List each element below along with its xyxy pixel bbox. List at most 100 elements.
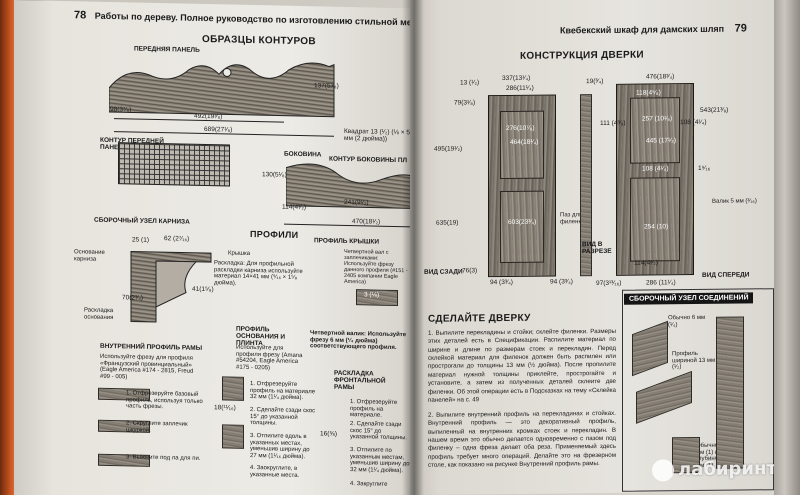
quarter-round-note: Четвертной валик: Используйте фрезу 6 мм… [310, 330, 407, 352]
section-view-label: ВИД В РАЗРЕЗЕ [582, 240, 612, 256]
dim-line [284, 223, 412, 228]
back-view-label: ВИД СЗАДИ [424, 268, 463, 276]
door-dim-r0: 19(³⁄₄) [586, 77, 604, 86]
rail-profile-title: ВНУТРЕННИЙ ПРОФИЛЬ РАМЫ [100, 342, 203, 352]
left-running-head: 78 Работы по дереву. Полное руководство … [74, 9, 412, 28]
make-door-step-2: 2. Выпилите внутренний профиль на перекл… [428, 409, 616, 469]
labirint-logo-icon [652, 459, 674, 482]
door-dim-r3: 543(21³⁄₈) [700, 106, 729, 114]
face-molding-step-2: 2. Сделайте сзади скос 15° до указанной … [350, 421, 408, 442]
base-profile-step-4: 4. Заокруглите, в указанные места. [250, 464, 300, 479]
left-page-number: 78 [74, 9, 87, 22]
base-profile-dim: 18(¹¹⁄₁₆) [214, 404, 236, 412]
front-panel-overall-dim: 689(27¹⁄₈) [204, 125, 233, 134]
contours-section-title: ОБРАЗЦЫ КОНТУРОВ [202, 33, 316, 48]
side-overall-dim: 470(18¹⁄₂) [352, 218, 381, 226]
side-panel-drawing [286, 163, 412, 209]
cornice-assembly-drawing [130, 250, 212, 323]
door-dim-r2: 118(4⁵⁄₈) [636, 89, 661, 97]
make-door-step-1: 1. Выпилите перекладины и стойки; склейт… [428, 327, 616, 404]
front-view-label: ВИД СПЕРЕДИ [702, 271, 750, 279]
door-dim-r5: 257 (10¹⁄₈) [642, 115, 673, 123]
door-dim-r6: 108 (4¹⁄₄) [680, 118, 707, 127]
roller-label: Валик 5 мм (³⁄₁₆) [712, 198, 757, 205]
door-dim-r8: 108 (4¹⁄₄) [642, 165, 669, 173]
front-panel-inner-dim: 492(19³⁄₈) [194, 112, 223, 121]
cornice-cap-label: Крышка [228, 250, 251, 257]
door-dim-8: 635(19) [436, 219, 459, 227]
door-dim-r1: 476(18³⁄₄) [646, 73, 675, 81]
base-profile-step-2: 2. Сделайте сзади скос 15° до указанной … [250, 406, 316, 427]
lid-profile-title: ПРОФИЛЬ КРЫШКИ [314, 237, 380, 246]
door-dim-r12: 97(3¹³⁄₁₆) [596, 279, 622, 288]
book-page-edges-left [0, 0, 16, 495]
base-profile-step-1: 1. Отфрезеруйте профиль на материале 32 … [250, 380, 316, 402]
book-gutter-shadow [402, 0, 424, 495]
face-molding-title: РАСКЛАДКА ФРОНТАЛЬНОЙ РАМЫ [334, 369, 386, 391]
door-dim-4: 79(3¹⁄₈) [454, 99, 476, 107]
right-page: Квебекский шкаф для дамских шляп 79 КОНС… [410, 0, 778, 495]
base-profile-note: Используйте для профиля фрезу (Amana #54… [236, 344, 303, 372]
cornice-dim-c: 41(1⁵⁄₈) [192, 285, 214, 294]
door-dim-11: 94 (3³⁄₄) [490, 278, 513, 287]
face-molding-dim: 16(⅝) [320, 430, 337, 438]
cornice-dim-d: 70(2³⁄₄) [122, 294, 144, 302]
side-inner-dim: 241(9¹⁄₂) [344, 198, 369, 207]
cornice-dim-a: 25 (1) [132, 236, 149, 244]
cornice-molding-note: Раскладка: Для профильной раскладки карн… [214, 260, 303, 287]
face-molding-step-3: 3. Отпилите по указанным местам, уменьши… [350, 447, 410, 474]
door-dim-r7: 445 (17¹⁄₂) [646, 137, 676, 145]
right-running-head: Квебекский шкаф для дамских шляп 79 [560, 22, 753, 36]
joint-note-2: Профиль шириной 13 мм (¹⁄₂) [672, 350, 716, 371]
front-panel-height-dim: 137(5³⁄₈) [314, 82, 339, 90]
base-profile-step-3: 3. Отпилите вдоль в указанных местах, ум… [250, 432, 310, 460]
door-dim-3: 286(11¹⁄₄) [506, 84, 534, 92]
right-running-head-text: Квебекский шкаф для дамских шляп [560, 23, 725, 36]
door-dim-2: 337(13¹⁄₄) [502, 74, 531, 83]
joint-drawing-stile [716, 316, 744, 469]
door-dim-12: 94 (3³⁄₄) [550, 278, 573, 286]
cornice-molding-base-label: Раскладка основания [84, 307, 114, 321]
right-page-number: 79 [734, 22, 747, 35]
rail-profile-step-2: 2. Скруглите заплечик шкуркой. [126, 420, 188, 434]
cornice-base-label: Основание карниза [74, 249, 105, 263]
front-panel-drawing [109, 62, 335, 118]
door-dim-r11: 114(4¹⁄₂) [634, 259, 659, 267]
rail-profile-note: Используйте фрезу для профиля «Французск… [100, 353, 194, 381]
door-construction-title: КОНСТРУКЦИЯ ДВЕРКИ [520, 49, 644, 62]
joint-note-1: Обычно 6 мм (¹⁄₄) [668, 314, 706, 328]
front-view-upper-panel [630, 97, 680, 164]
door-dim-7: 464(18¹⁄₄) [510, 138, 539, 146]
door-dim-5: 495(19¹⁄₂) [434, 145, 463, 153]
face-molding-step-1: 1. Отфрезеруйте профиль на материале. [350, 399, 398, 419]
left-running-head-text: Работы по дереву. Полное руководство по … [94, 10, 412, 28]
base-profile-drawing-2 [222, 424, 244, 449]
front-panel-edge-dim: 98(3⁷⁄₈) [110, 106, 132, 114]
cornice-assembly-title: СБОРОЧНЫЙ УЗЕЛ КАРНИЗА [94, 216, 190, 226]
front-panel-label: ПЕРЕДНЯЯ ПАНЕЛЬ [134, 45, 200, 54]
left-page: 78 Работы по дереву. Полное руководство … [14, 0, 412, 495]
door-dim-r4: 111 (4³⁄₈) [600, 119, 626, 128]
door-dim-1: 13 (¹⁄₂) [460, 79, 480, 87]
door-dim-r9: 1⁹⁄₁₆ [698, 164, 711, 172]
back-view-lower-panel [500, 190, 544, 264]
door-dim-9: 603(23³⁄₄) [508, 218, 537, 226]
lid-profile-dim: 3 (⅛) [364, 291, 380, 299]
profiles-title: ПРОФИЛИ [250, 228, 299, 240]
front-view-lower-panel [630, 177, 680, 262]
make-door-title: СДЕЛАЙТЕ ДВЕРКУ [428, 312, 531, 325]
side-edge-dim: 114(4¹⁄₂) [282, 203, 307, 212]
door-dim-6: 276(10⁷⁄₈) [506, 124, 535, 132]
door-dim-r13: 286 (11¹⁄₄) [646, 279, 676, 287]
door-dim-r10: 254 (10) [644, 223, 669, 231]
face-molding-step-4: 4. Закруглите [350, 481, 388, 488]
cornice-dim-b: 62 (2⁷⁄₁₆) [164, 235, 190, 243]
base-profile-drawing-1 [222, 376, 244, 401]
side-height-dim: 130(5¹⁄₈) [262, 171, 287, 179]
rail-profile-step-1: 1. Отфрезеруйте базовый профиль, использ… [126, 390, 203, 411]
door-dim-10: 76(3) [462, 267, 478, 275]
book-page-edges-right [774, 0, 800, 495]
watermark-text: лабиринт.ру [678, 457, 778, 481]
front-panel-contour-grid [118, 142, 230, 187]
